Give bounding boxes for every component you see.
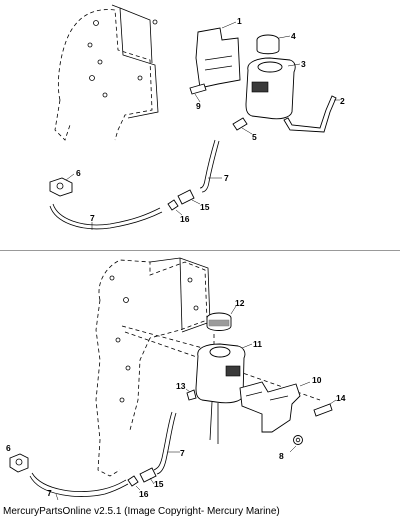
callout-8: 8: [279, 451, 284, 461]
callout-1: 1: [237, 16, 242, 26]
mounting-bracket-plate: [54, 4, 159, 141]
overflow-hose-lower: [49, 203, 163, 230]
mounting-bracket-plate-lower: [95, 257, 211, 477]
view-divider: [0, 250, 400, 251]
callout-16: 16: [180, 214, 190, 224]
hose-fitting-5: [232, 117, 253, 135]
callout-6-lower: 6: [6, 443, 11, 453]
callout-7a: 7: [224, 173, 229, 183]
overflow-hose-right: [153, 411, 180, 475]
callout-12: 12: [235, 298, 245, 308]
callout-13: 13: [176, 381, 186, 391]
reservoir-cap-lower: [206, 305, 237, 331]
callout-15: 15: [200, 202, 210, 212]
coolant-reservoir: [245, 57, 301, 120]
bracket-bolt: [189, 83, 207, 103]
callout-6: 6: [76, 168, 81, 178]
callout-7-right: 7: [180, 448, 185, 458]
hose-clamp-16: [167, 199, 183, 216]
callout-14: 14: [336, 393, 346, 403]
callout-9: 9: [196, 101, 201, 111]
reservoir-bracket: [195, 21, 241, 89]
callout-2: 2: [340, 96, 345, 106]
callout-4: 4: [291, 31, 296, 41]
overflow-hose-lower-left: [29, 472, 129, 501]
callout-7b: 7: [90, 213, 95, 223]
callout-7-lower-left: 7: [47, 488, 52, 498]
image-caption: MercuryPartsOnline v2.5.1 (Image Copyrig…: [3, 506, 280, 517]
reservoir-bracket-lower: [239, 381, 311, 433]
bracket-bolt-14: [313, 399, 337, 417]
top-view: [49, 4, 340, 230]
callout-11: 11: [253, 339, 262, 349]
hose-clamp-16-lower: [127, 475, 141, 491]
reservoir-cap: [256, 34, 291, 55]
hose-clip: [49, 173, 75, 197]
top-view-callouts: 1 2 3 4 5 6 7 7 9 15 16: [76, 16, 345, 224]
reservoir-strap: [283, 95, 340, 133]
hose-clip-lower: [9, 453, 29, 473]
bottom-view: [9, 257, 337, 501]
callout-5: 5: [252, 132, 257, 142]
callout-3: 3: [301, 59, 306, 69]
bottom-view-callouts: 6 7 7 8 10 11 12 13 14 15 16: [6, 298, 346, 499]
callout-15-lower: 15: [154, 479, 164, 489]
hose-fitting-15: [177, 189, 201, 205]
overflow-hose-upper: [199, 139, 222, 193]
callout-10: 10: [312, 375, 322, 385]
bracket-nut: [289, 435, 303, 453]
callout-16-lower: 16: [139, 489, 149, 499]
coolant-reservoir-lower: [195, 343, 253, 444]
hose-fitting-13: [185, 388, 197, 401]
hose-fitting-15-lower: [139, 467, 157, 485]
